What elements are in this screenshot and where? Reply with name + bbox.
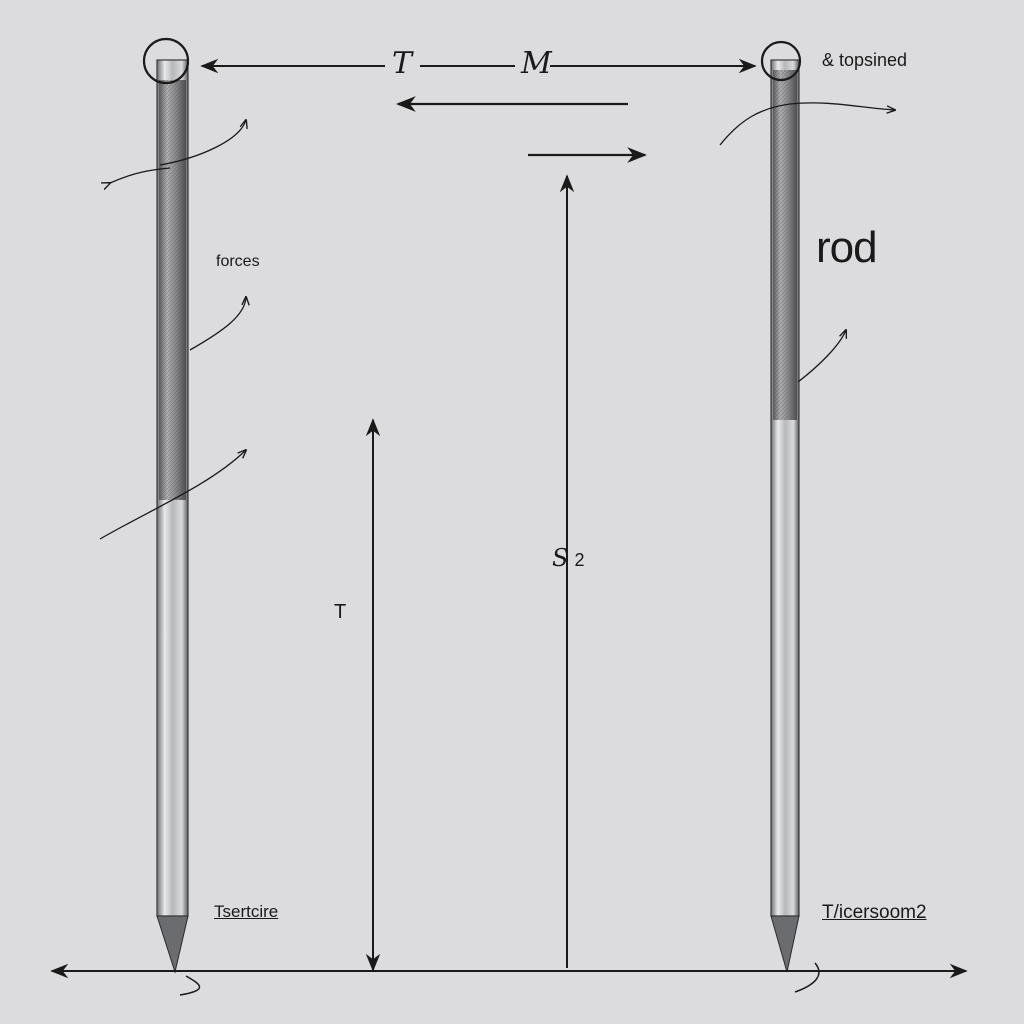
left-annot-arrow-4 [99,450,246,540]
right-rod [760,40,802,973]
top-right-note: & topsined [822,50,908,70]
right-annot-arrow-1 [719,102,895,146]
left-ground-curl [179,975,201,996]
middle-t-label: T [334,601,347,623]
forces-label: forces [216,253,260,270]
right-ground-curl [794,962,820,993]
center-subscript: 2 [574,550,585,570]
left-annot-arrow-3 [189,297,246,351]
right-rod-tip-icon [770,915,800,973]
left-rod [142,37,190,974]
right-ring-icon [760,40,802,82]
left-ring-icon [142,37,190,85]
top-m-label: M [521,46,552,81]
left-annot-arrow-1 [110,167,171,183]
left-rod-tip-icon [156,915,189,974]
left-annot-arrow-2 [159,120,246,166]
right-rod-grip-texture [773,70,797,420]
top-t-label: T [392,46,413,81]
right-annot-arrow-2 [797,330,846,383]
bottom-right-label: T/icersoom2 [822,902,927,923]
center-s-letter: S [552,544,569,572]
rod-label: rod [816,223,878,272]
bottom-left-label: Tsertcire [214,902,279,921]
left-rod-grip-texture [159,80,186,500]
